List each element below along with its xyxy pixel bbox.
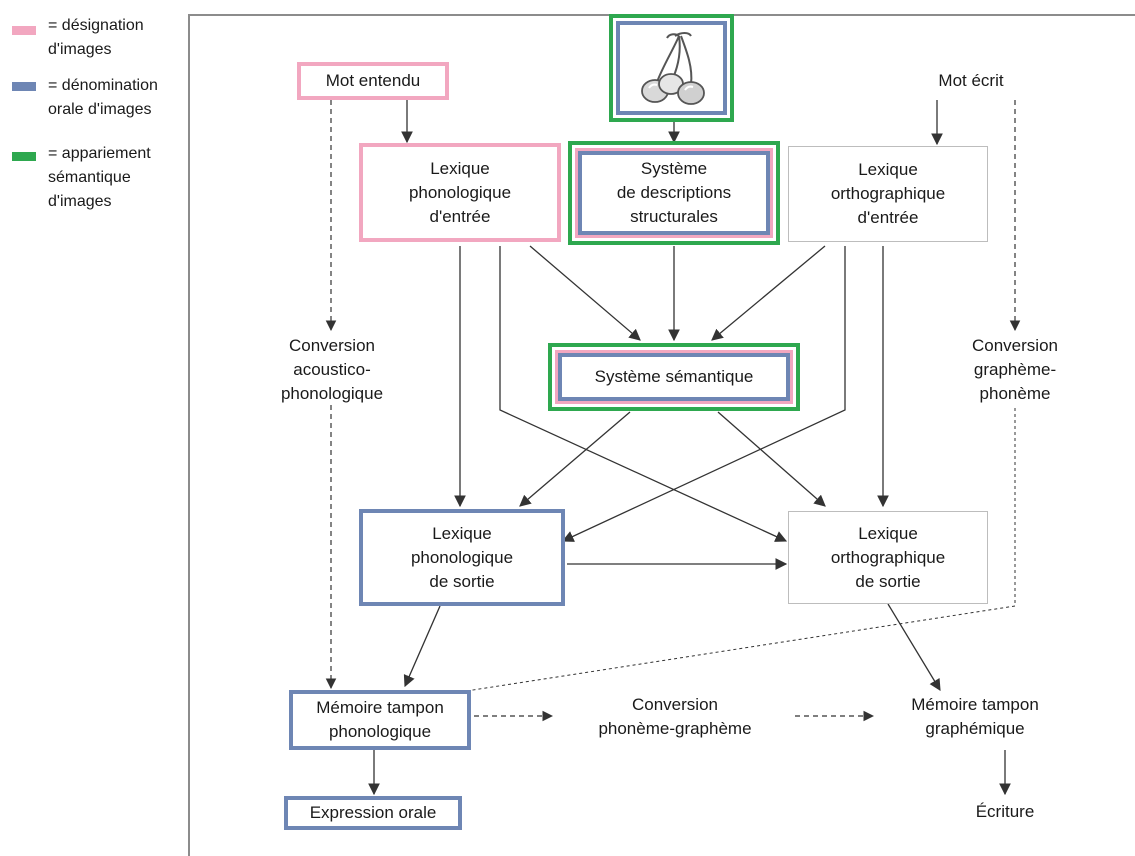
legend-swatch-appariement — [12, 152, 36, 161]
arrow-lexorthout-to-memgraph — [887, 603, 941, 692]
arrow-sem-to-lexorthout — [717, 411, 826, 507]
node-systeme-descriptions-structurales: Système de descriptions structurales — [578, 151, 770, 235]
node-mot-entendu: Mot entendu — [297, 62, 449, 100]
picture-stimulus — [609, 14, 734, 122]
label-conversion-grapheme-phoneme: Conversion graphème- phonème — [972, 336, 1058, 403]
arrow-lexphon-to-sem — [529, 245, 641, 341]
picture-inner-border — [616, 21, 727, 115]
arrow-sem-to-lexphonout — [519, 411, 631, 507]
node-memoire-tampon-phonologique: Mémoire tampon phonologique — [289, 690, 471, 750]
node-systeme-semantique-mid: Système sémantique — [555, 350, 793, 404]
legend-label-denomination: = dénomination orale d'images — [48, 77, 158, 118]
node-expression-orale: Expression orale — [284, 796, 462, 830]
legend-label-designation: = désignation d'images — [48, 17, 144, 58]
diagram-connectors — [325, 100, 1021, 796]
node-lexique-phonologique-entree: Lexique phonologique d'entrée — [359, 143, 561, 242]
node-lexique-phonologique-sortie: Lexique phonologique de sortie — [359, 509, 565, 606]
arrow-lexphonin-to-lexorthout — [499, 246, 788, 542]
node-systeme-semantique-outer: Système sémantique — [548, 343, 800, 411]
node-lexique-orthographique-sortie: Lexique orthographique de sortie — [788, 511, 988, 604]
legend-swatch-denomination — [12, 82, 36, 91]
node-lexique-orthographique-entree: Lexique orthographique d'entrée — [788, 146, 988, 242]
legend-label-appariement: = appariement sémantique d'images — [48, 145, 151, 210]
label-conversion-acoustico-phonologique: Conversion acoustico- phonologique — [280, 336, 384, 403]
label-conversion-phoneme-grapheme: Conversion phonème-graphème — [598, 695, 752, 738]
node-systeme-descriptions-mid: Système de descriptions structurales — [575, 148, 773, 238]
node-mot-ecrit: Mot écrit — [938, 71, 1004, 90]
legend-swatch-designation — [12, 26, 36, 35]
label-ecriture: Écriture — [975, 802, 1035, 821]
cherries-icon — [640, 32, 705, 105]
node-systeme-semantique: Système sémantique — [558, 353, 790, 401]
arrow-lexorthin-to-lexphonout — [561, 246, 846, 542]
label-memoire-tampon-graphemique: Mémoire tampon graphémique — [911, 695, 1039, 738]
arrow-lexphonout-to-memphon — [403, 605, 441, 688]
arrow-lexorth-to-sem — [711, 245, 826, 341]
node-systeme-descriptions-outer: Système de descriptions structurales — [568, 141, 780, 245]
dashed-convgp-to-memphon — [459, 408, 1016, 693]
